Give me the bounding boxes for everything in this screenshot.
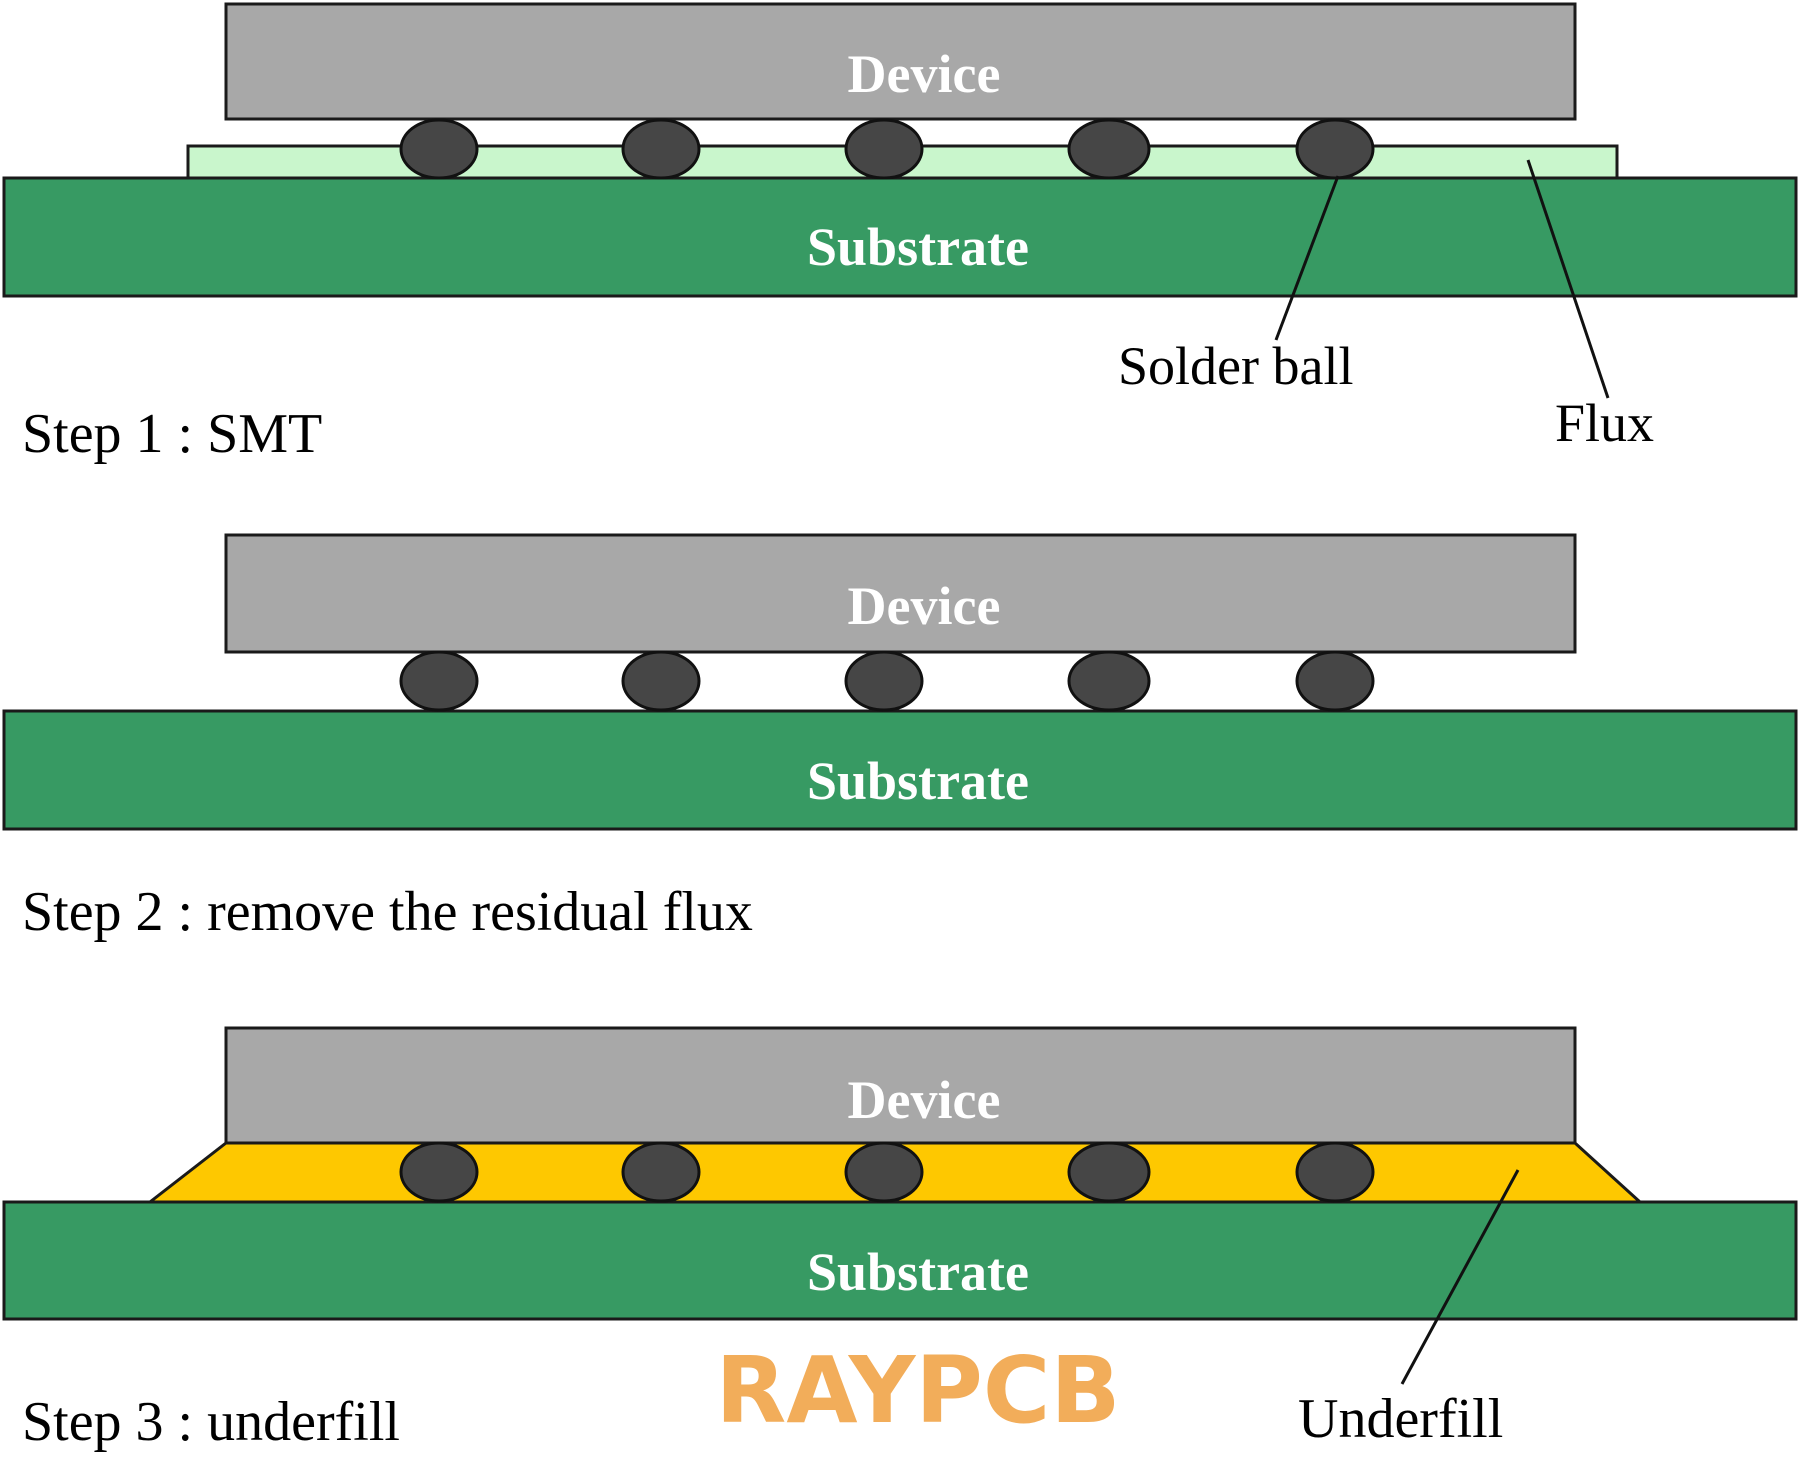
solder-ball xyxy=(1067,118,1151,180)
step-2-label: Step 2 : remove the residual flux xyxy=(22,881,753,943)
step-1-solder-balls xyxy=(399,118,1375,180)
step-3-substrate-label: Substrate xyxy=(807,1242,1029,1302)
step-1-device-label: Device xyxy=(848,44,1001,104)
solder-ball xyxy=(621,1141,701,1203)
step-3-device-label: Device xyxy=(848,1070,1001,1130)
solder-ball xyxy=(1067,1141,1151,1203)
step-1-device xyxy=(224,2,1577,121)
solder-ball-callout: Solder ball xyxy=(1118,336,1353,396)
solder-ball xyxy=(399,118,479,180)
solder-ball xyxy=(399,650,479,712)
solder-ball xyxy=(1295,650,1375,712)
step-3-panel: Device Substrate Underfill Step 3 : unde… xyxy=(2,1026,1798,1453)
step-2-device-label: Device xyxy=(848,576,1001,636)
step-3-device xyxy=(224,1026,1577,1145)
step-1-substrate xyxy=(2,176,1798,298)
step-2-substrate xyxy=(2,709,1798,831)
solder-ball xyxy=(621,650,701,712)
step-3-substrate xyxy=(2,1200,1798,1321)
step-2-panel: Device Substrate Step 2 : remove the res… xyxy=(2,533,1798,943)
step-2-device xyxy=(224,533,1577,654)
step-3-solder-balls xyxy=(399,1141,1375,1203)
solder-ball xyxy=(399,1141,479,1203)
underfill-callout: Underfill xyxy=(1298,1388,1503,1450)
solder-ball xyxy=(621,118,701,180)
step-2-substrate-label: Substrate xyxy=(807,751,1029,811)
flux-leader-line xyxy=(1526,159,1610,399)
underfill-leader-line xyxy=(1400,1169,1520,1385)
solder-ball xyxy=(844,118,924,180)
solder-ball xyxy=(1067,650,1151,712)
flux-callout: Flux xyxy=(1555,393,1654,453)
step-1-substrate-label: Substrate xyxy=(807,217,1029,277)
step-1-panel: Device Substrate Solder ball Flux Step 1… xyxy=(2,2,1798,465)
solder-ball xyxy=(1295,1141,1375,1203)
step-3-label: Step 3 : underfill xyxy=(22,1391,400,1453)
solder-ball xyxy=(1295,118,1375,180)
raypcb-watermark: RAYPCB xyxy=(716,1337,1121,1444)
step-2-solder-balls xyxy=(399,650,1375,712)
solder-ball xyxy=(844,650,924,712)
solder-ball xyxy=(844,1141,924,1203)
solder-ball-leader-line xyxy=(1274,175,1340,341)
step-1-label: Step 1 : SMT xyxy=(22,403,322,465)
